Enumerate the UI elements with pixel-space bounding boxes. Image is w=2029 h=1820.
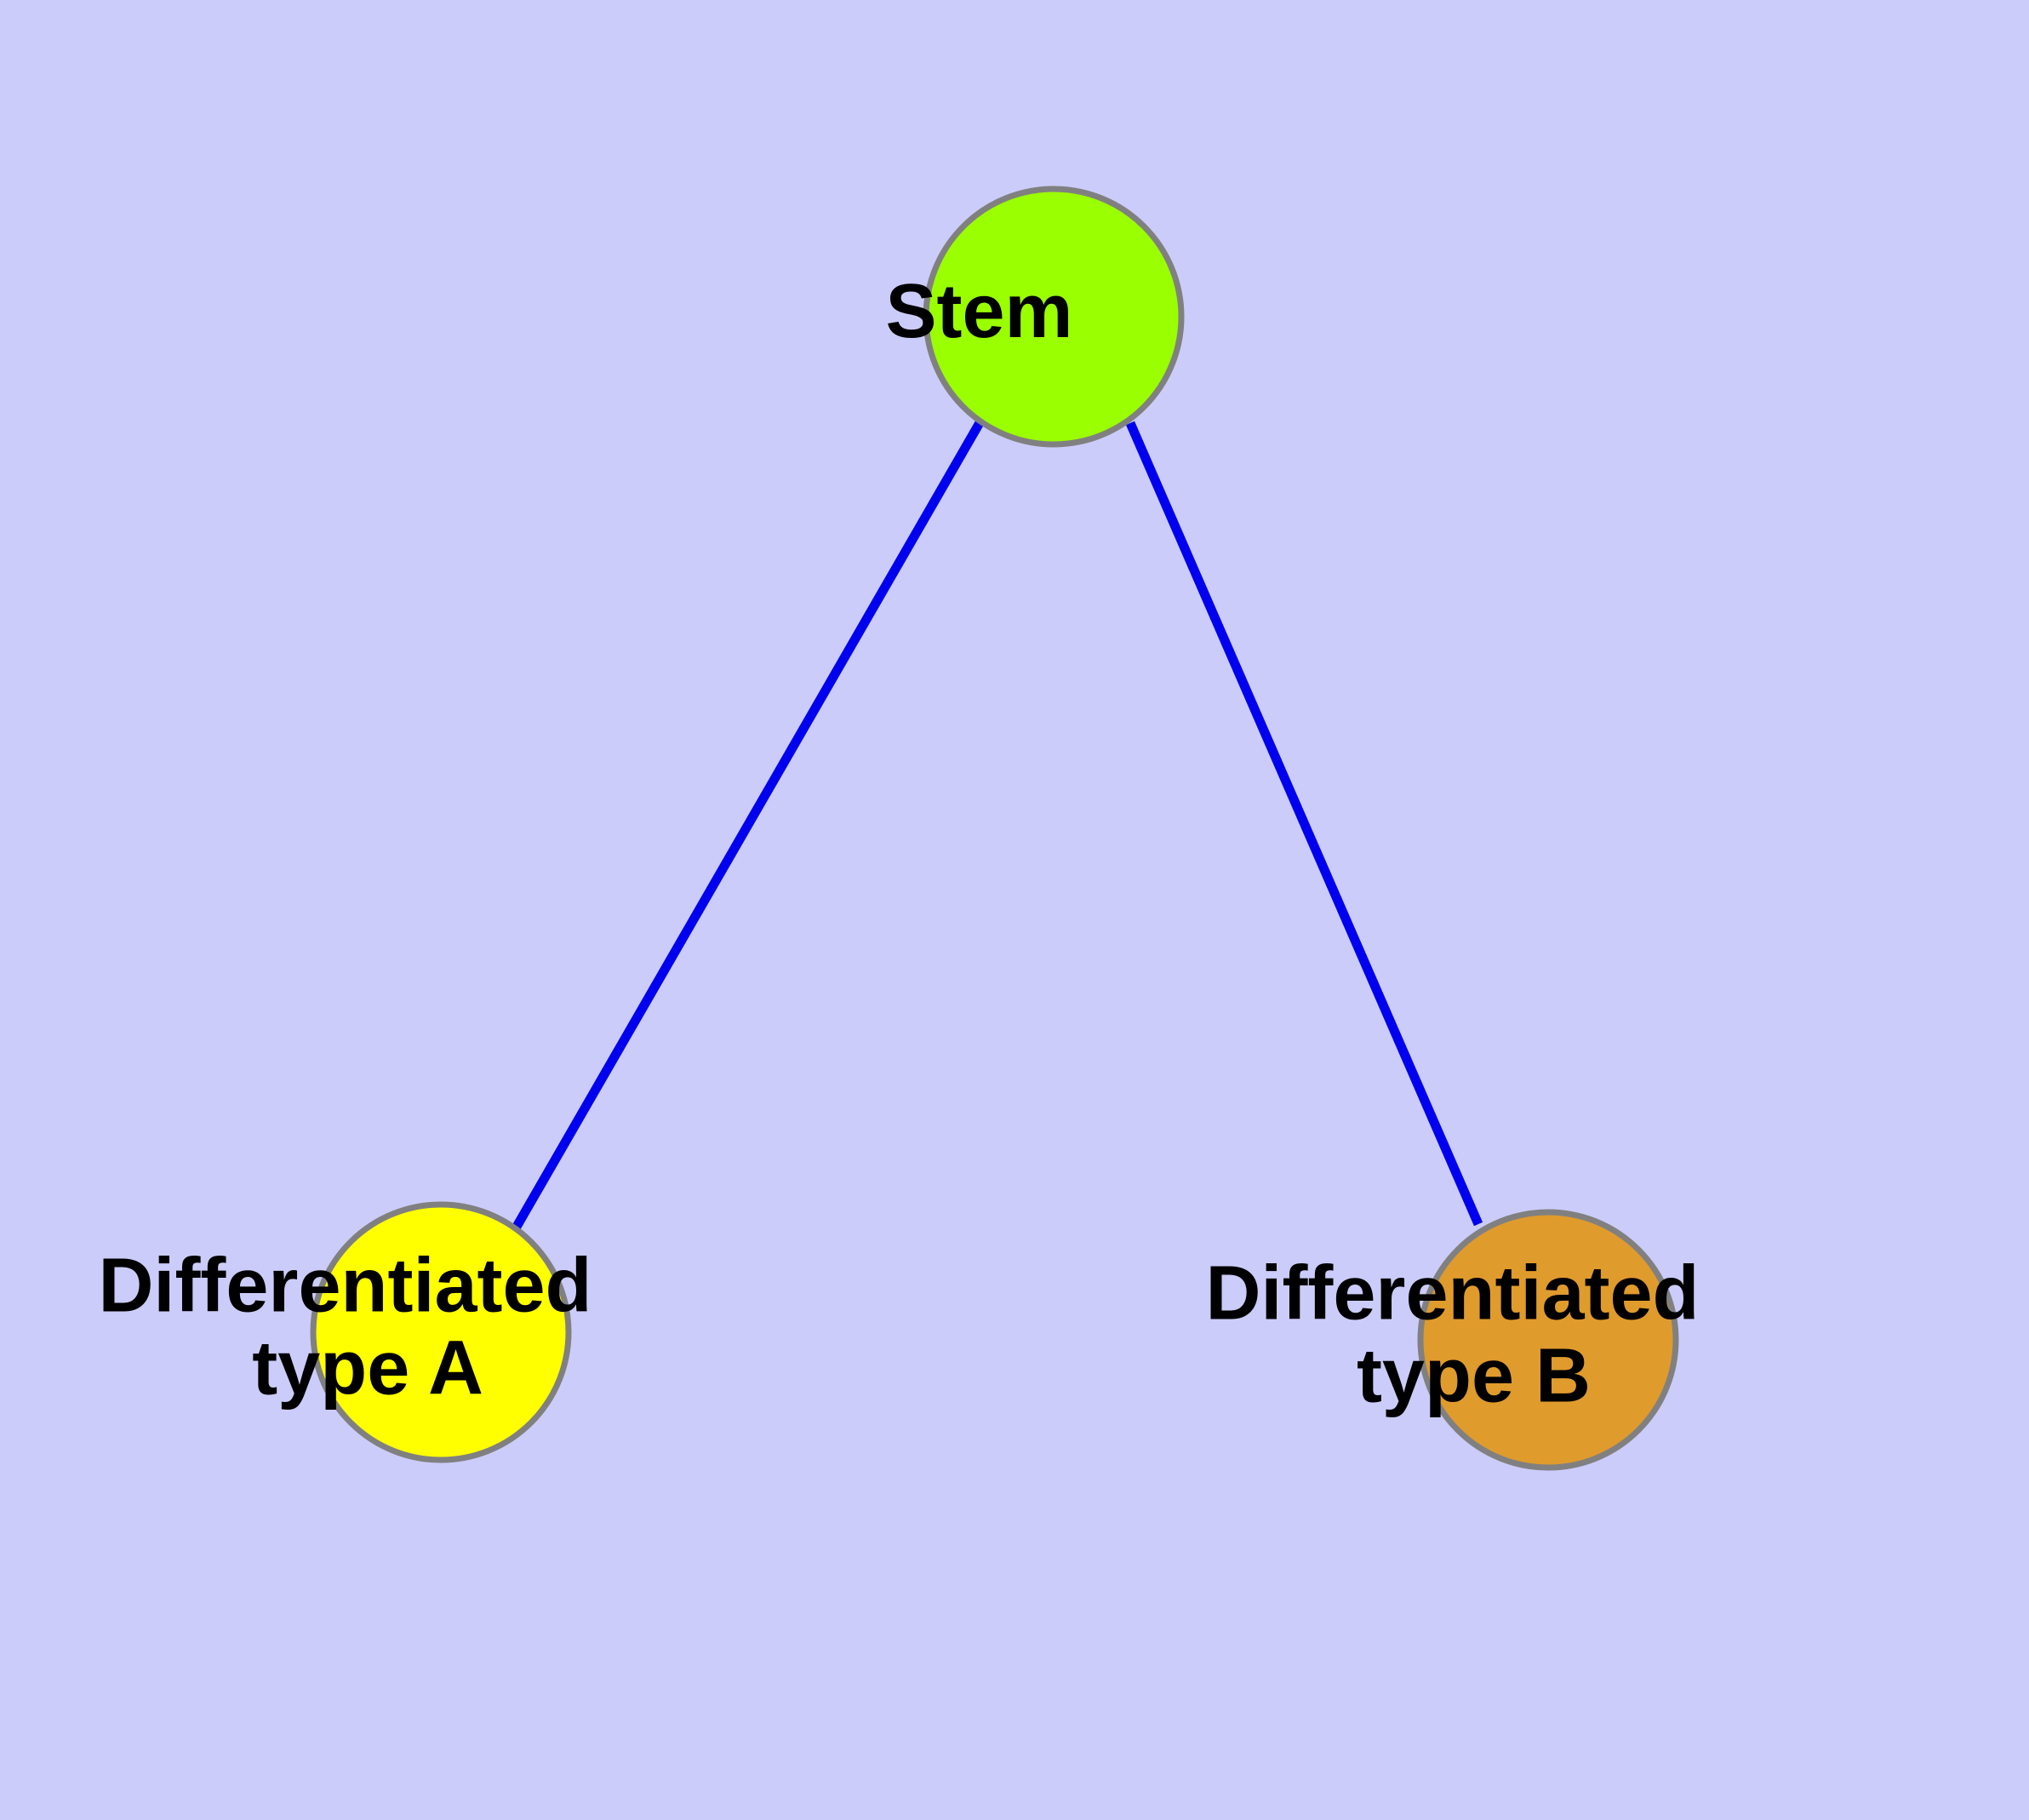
- node-stem-label-line-1: Stem: [885, 269, 1072, 354]
- edge-stem-to-differentiated-type-b[interactable]: [1125, 421, 1483, 1227]
- node-differentiated-type-b-label-line-1: Differentiated: [1205, 1251, 1699, 1336]
- node-differentiated-type-b-label-line-2: type B: [1357, 1333, 1591, 1418]
- node-stem-label: Stem: [885, 269, 1221, 354]
- node-differentiated-type-a-label-line-1: Differentiated: [98, 1243, 592, 1328]
- node-differentiated-type-b[interactable]: Differentiated type B: [1205, 1209, 1890, 1471]
- node-differentiated-type-a-label-line-2: type A: [252, 1325, 482, 1411]
- edge-layer: [512, 419, 1483, 1229]
- node-differentiated-type-a-circle[interactable]: [310, 1201, 572, 1463]
- node-stem-circle[interactable]: [923, 186, 1185, 448]
- node-differentiated-type-b-circle[interactable]: [1417, 1209, 1679, 1471]
- edge-stem-to-differentiated-type-a[interactable]: [512, 419, 985, 1229]
- node-differentiated-type-b-label: Differentiated type B: [1205, 1251, 1890, 1418]
- node-differentiated-type-a[interactable]: Differentiated type A: [98, 1201, 783, 1463]
- node-differentiated-type-a-label: Differentiated type A: [98, 1243, 783, 1411]
- node-stem[interactable]: Stem: [885, 186, 1221, 448]
